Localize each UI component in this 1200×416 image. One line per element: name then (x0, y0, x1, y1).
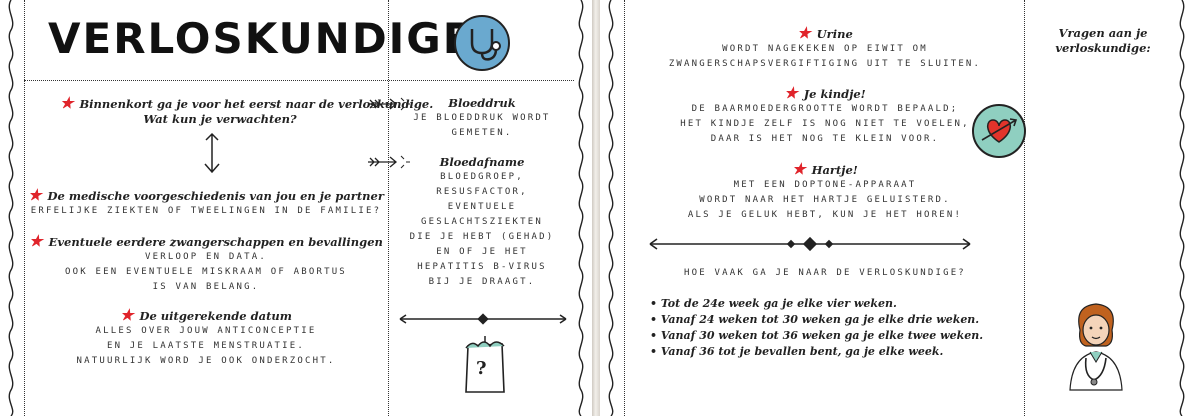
arrow-down-icon (204, 132, 220, 174)
section-text: Ook een eventuele miskraam of abortus (65, 267, 347, 277)
section-text: De baarmoedergrootte wordt bepaald; (691, 104, 959, 114)
side-text: Bloedgroep, (440, 172, 524, 182)
dotted-divider (24, 0, 25, 416)
side-heading: Bloeddruk (448, 96, 516, 110)
book-gutter (592, 0, 600, 416)
intro-block: ★Binnenkort ga je voor het eerst naar de… (60, 94, 434, 127)
section-text: zwangerschapsvergiftiging uit te sluiten… (668, 59, 982, 69)
section-text: Natuurlijk word je ook onderzocht. (76, 356, 336, 366)
side-text: geslachtsziekten (421, 217, 543, 227)
arrow-right-icon (368, 97, 410, 111)
list-item: Vanaf 24 weken tot 30 weken ga je elke d… (650, 312, 983, 328)
section-heading: ★Eventuele eerdere zwangerschappen en be… (29, 232, 383, 250)
section-text: Met een doptone-apparaat (733, 180, 917, 190)
list-item: Vanaf 36 tot je bevallen bent, ga je elk… (650, 344, 983, 360)
left-page: VERLOSKUNDIGE ★Binnenkort ga je voor het… (0, 0, 592, 416)
dotted-divider (1024, 0, 1025, 416)
section-heading: ★De uitgerekende datum (120, 306, 292, 324)
intro-heading: Wat kun je verwachten? (143, 112, 297, 126)
dotted-divider (388, 0, 389, 416)
decorative-swirl-border (8, 0, 14, 416)
side-text: bij je draagt. (428, 277, 536, 287)
section-block: ★Hartje! Met een doptone-apparaat wordt … (630, 162, 1020, 223)
question-mark: ? (476, 358, 487, 379)
section-block: ★Je kindje! De baarmoedergrootte wordt b… (630, 86, 1020, 147)
section-text: Verloop en data. (145, 252, 267, 262)
notes-heading: verloskundige: (1055, 41, 1151, 55)
section-heading: ★Je kindje! (784, 84, 866, 102)
side-text: eventuele (447, 202, 517, 212)
section-text: Alles over jouw anticonceptie (95, 326, 317, 336)
notes-heading: Vragen aan je (1058, 26, 1148, 40)
section-text: Als je geluk hebt, kun je het horen! (687, 210, 963, 220)
heart-icon (972, 104, 1026, 158)
side-text: die je hebt (gehad) (409, 232, 555, 242)
decorative-swirl-border (608, 0, 614, 416)
side-text: hepatitis B-virus (417, 262, 547, 272)
arrow-right-icon (368, 155, 410, 169)
side-text: gemeten. (451, 128, 513, 138)
section-heading: ★Hartje! (792, 160, 858, 178)
stethoscope-icon (454, 15, 510, 71)
section-text: en je laatste menstruatie. (106, 341, 306, 351)
decorative-swirl-border (1179, 0, 1185, 416)
dotted-divider (24, 80, 574, 81)
side-block: Bloedafname Bloedgroep, resusfactor, eve… (392, 155, 572, 290)
question-heading-block: Hoe vaak ga je naar de verloskundige? (630, 266, 1020, 281)
right-page: ★Urine wordt nagekeken op eiwit om zwang… (600, 0, 1200, 416)
section-block: ★Urine wordt nagekeken op eiwit om zwang… (630, 26, 1020, 72)
side-block: Bloeddruk Je bloeddruk wordt gemeten. (392, 96, 572, 141)
section-block: ★De uitgerekende datum Alles over jouw a… (25, 308, 387, 369)
section-text: het kindje zelf is nog niet te voelen, (680, 119, 970, 129)
section-heading: ★De medische voorgeschiedenis van jou en… (28, 186, 384, 204)
section-heading: ★Urine (797, 24, 853, 42)
dotted-divider (624, 0, 625, 416)
ornamental-divider (399, 313, 567, 325)
side-text: resusfactor, (436, 187, 528, 197)
section-text: wordt nagekeken op eiwit om (722, 44, 928, 54)
side-text: en of je het (436, 247, 528, 257)
section-text: is van belang. (152, 282, 260, 292)
section-text: daar is het nog te klein voor. (710, 134, 940, 144)
side-text: Je bloeddruk wordt (413, 113, 551, 123)
midwife-illustration (1069, 303, 1123, 391)
section-block: ★Eventuele eerdere zwangerschappen en be… (25, 234, 387, 295)
section-text: wordt naar het hartje geluisterd. (699, 195, 951, 205)
side-heading: Bloedafname (439, 155, 525, 169)
list-item: Tot de 24e week ga je elke vier weken. (650, 296, 983, 312)
schedule-list: Tot de 24e week ga je elke vier weken. V… (650, 296, 983, 360)
list-item: Vanaf 30 weken tot 36 weken ga je elke t… (650, 328, 983, 344)
section-text: Erfelijke ziekten of tweelingen in de fa… (30, 206, 382, 216)
decorative-swirl-border (578, 0, 584, 416)
question-note-icon (465, 336, 505, 393)
question-heading: Hoe vaak ga je naar de verloskundige? (684, 268, 966, 278)
intro-heading: ★Binnenkort ga je voor het eerst naar de… (60, 94, 434, 112)
ornamental-divider (649, 236, 971, 252)
page-title: VERLOSKUNDIGE (48, 14, 474, 63)
notes-heading-block: Vragen aan je verloskundige: (1028, 26, 1178, 56)
section-block: ★De medische voorgeschiedenis van jou en… (25, 188, 387, 219)
